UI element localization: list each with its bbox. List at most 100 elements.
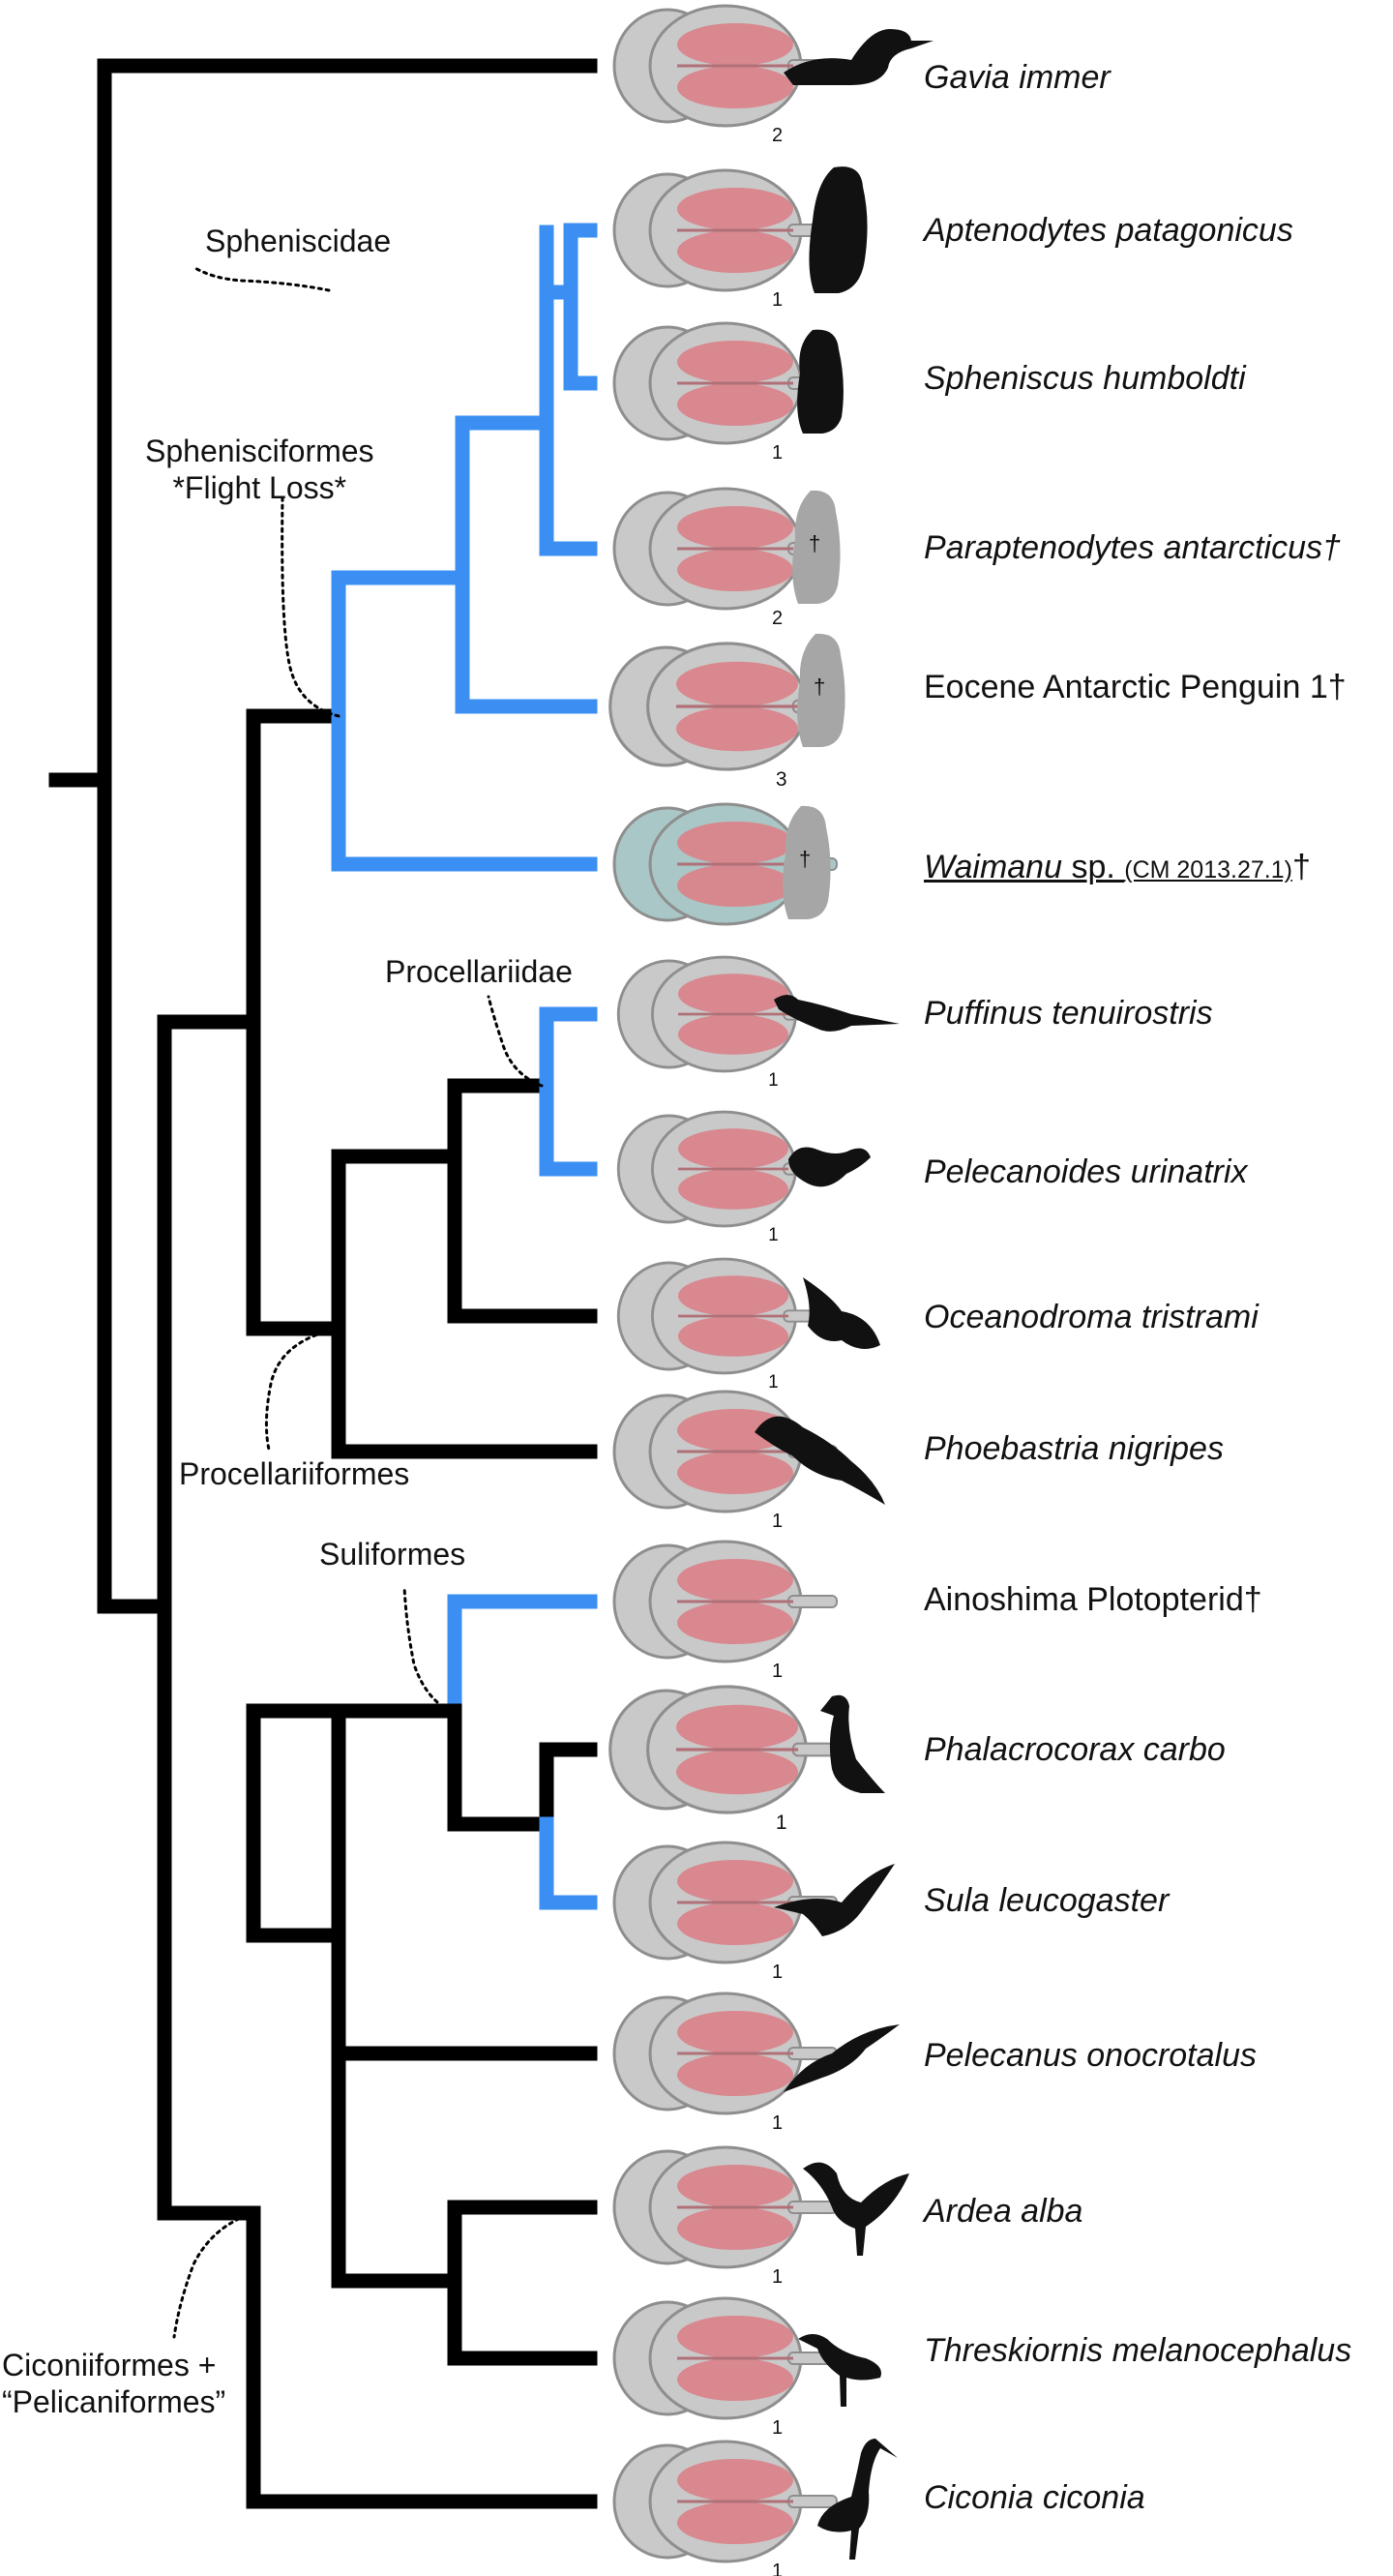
storm-petrel-silhouette <box>803 1277 880 1349</box>
taxon-label-threskiornis: Threskiornis melanocephalus <box>924 2332 1352 2369</box>
cerebrum-left <box>677 506 793 549</box>
humboldt-penguin-silhouette <box>797 329 844 434</box>
specimen-number: 1 <box>768 1225 779 1245</box>
specimen-number: 1 <box>772 2112 783 2134</box>
procellariiformes-leader <box>264 1327 341 1452</box>
clade-leader-lines <box>172 265 544 2339</box>
taxon-label-aptenodytes: Aptenodytes patagonicus <box>924 212 1293 249</box>
cerebrum-right <box>677 2501 793 2544</box>
brain-endocast: 3 <box>608 642 845 791</box>
taxon-label-gavia: Gavia immer <box>924 59 1111 96</box>
pelican-silhouette <box>784 2024 900 2092</box>
specimen-number: 3 <box>776 768 787 791</box>
flight-loss-label: *Flight Loss* <box>172 470 347 506</box>
specimen-number: 1 <box>772 1511 783 1532</box>
ciconiiformes-leader <box>172 2211 255 2339</box>
clade-label-ciconiiformes: Ciconiiformes + “Pelicaniformes” <box>2 2347 225 2421</box>
cerebrum-right <box>677 2053 793 2096</box>
brain-endocast: 1 <box>612 1992 838 2134</box>
cerebrum-right <box>677 549 793 591</box>
fossil-dagger-mark: † <box>814 674 825 699</box>
specimen-number: 1 <box>772 1962 783 1983</box>
cerebrum-left <box>677 2459 793 2501</box>
specimen-number: 1 <box>772 289 783 311</box>
cerebrum-left <box>677 341 793 383</box>
cerebrum-left <box>678 973 788 1014</box>
brain-endocast: 1 <box>616 955 831 1091</box>
cerebrum-right <box>678 1169 788 1210</box>
taxon-label-phoebastria: Phoebastria nigripes <box>924 1430 1224 1467</box>
brain-endocast: 1 <box>612 2296 838 2439</box>
cerebrum-left <box>676 1704 798 1750</box>
clade-label-procellariiformes: Procellariiformes <box>179 1456 410 1491</box>
cormorant-silhouette <box>820 1694 885 1793</box>
brain-endocast: 1 <box>612 168 838 311</box>
stork-silhouette <box>817 2439 898 2560</box>
egret-silhouette <box>803 2162 909 2256</box>
taxon-label-pelecanus: Pelecanus onocrotalus <box>924 2037 1258 2074</box>
specimen-number: 1 <box>776 1812 787 1834</box>
brain-endocast: 1 <box>612 321 838 464</box>
cerebrum-left <box>676 661 798 706</box>
taxon-label-ciconia: Ciconia ciconia <box>924 2479 1145 2516</box>
tree-branches <box>48 58 598 2509</box>
cerebrum-left <box>677 1559 793 1602</box>
procellariidae-leader <box>487 995 544 1088</box>
brain-endocast <box>612 802 838 926</box>
cerebrum-right <box>677 1452 793 1494</box>
clade-label-sphenisciformes: Sphenisciformes *Flight Loss* <box>145 433 374 507</box>
brain-endocast: 1 <box>612 1540 838 1682</box>
taxon-label-waimanu: Waimanu sp. (CM 2013.27.1)† <box>924 849 1311 886</box>
cerebrum-left <box>677 1409 793 1452</box>
brain-endocast: 1 <box>616 1257 831 1393</box>
cerebrum-right <box>676 706 798 752</box>
cerebrum-right <box>677 864 793 907</box>
cerebrum-left <box>678 1275 788 1316</box>
suliformes-leader <box>402 1585 452 1713</box>
cerebrum-right <box>677 1902 793 1945</box>
brain-endocast: 1 <box>612 1390 838 1532</box>
waimanu-dagger: † <box>1291 849 1311 885</box>
taxon-label-ardea: Ardea alba <box>924 2193 1083 2230</box>
specimen-number: 1 <box>772 442 783 464</box>
specimen-number: 1 <box>772 2561 783 2576</box>
specimen-number: 1 <box>768 1070 779 1091</box>
brain-endocast: 1 <box>608 1685 845 1834</box>
brain-endocasts: 2 1 1 2 3 1 1 1 1 1 1 1 1 1 1 1 <box>608 4 845 2576</box>
clade-label-spheniscidae: Spheniscidae <box>205 224 392 258</box>
fossil-dagger-mark: † <box>809 531 820 555</box>
clade-label-suliformes: Suliformes <box>319 1537 466 1572</box>
specimen-number: 2 <box>772 608 783 629</box>
taxon-label-eocene-penguin: Eocene Antarctic Penguin 1† <box>924 669 1347 705</box>
cerebrum-right <box>676 1750 798 1795</box>
ciconiiformes-label: Ciconiiformes + <box>2 2348 217 2382</box>
fossil-penguin-silhouette <box>792 490 841 604</box>
waimanu-sp: sp. <box>1062 849 1125 885</box>
booby-silhouette <box>774 1864 895 1936</box>
specimen-number: 1 <box>772 2266 783 2288</box>
pelicaniformes-label: “Pelicaniformes” <box>2 2384 226 2420</box>
specimen-number: 1 <box>772 1661 783 1682</box>
cerebrum-right <box>678 1014 788 1055</box>
cerebrum-right <box>677 66 793 108</box>
specimen-number: 2 <box>772 125 783 146</box>
cerebrum-right <box>677 230 793 273</box>
cerebrum-left <box>677 2011 793 2053</box>
cerebrum-left <box>677 822 793 864</box>
cerebrum-left <box>677 1860 793 1902</box>
loon-silhouette <box>784 29 934 85</box>
clade-label-procellariidae: Procellariidae <box>385 954 573 989</box>
taxon-label-phalacrocorax: Phalacrocorax carbo <box>924 1731 1226 1768</box>
sphenisciformes-label: Sphenisciformes <box>145 434 374 468</box>
cerebrum-left <box>677 2316 793 2358</box>
olfactory-tract <box>787 1595 838 1608</box>
sphenisciformes-leader <box>281 496 341 718</box>
brain-endocast: 1 <box>612 2440 838 2576</box>
king-penguin-silhouette <box>809 166 868 293</box>
cerebrum-right <box>677 2207 793 2250</box>
cerebrum-left <box>677 188 793 230</box>
olfactory-tract <box>787 2495 838 2508</box>
ibis-silhouette <box>798 2334 881 2407</box>
olfactory-tract <box>787 2201 838 2214</box>
